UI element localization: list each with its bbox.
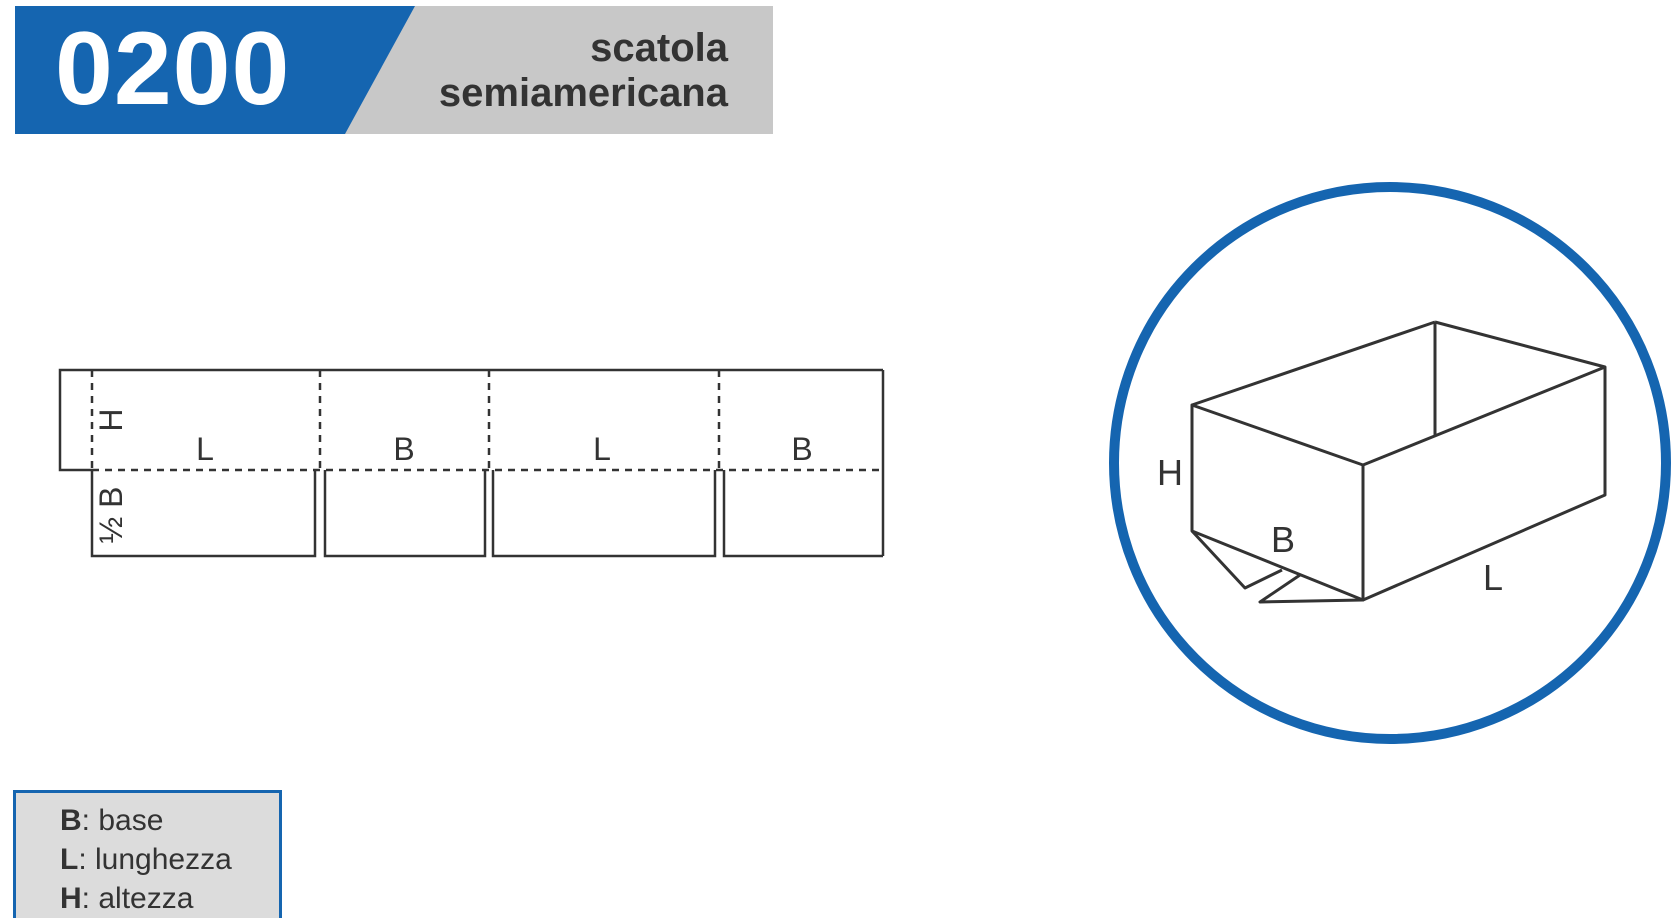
legend-key: B [60,804,82,837]
bottom-flap-left [1190,529,1283,590]
fold-lines [90,370,883,472]
panel-label-2: B [393,431,414,467]
header-background [15,6,773,134]
box-3d [1190,320,1607,604]
legend-row-base: B: base [60,801,279,840]
flap-label-h: H [93,408,129,431]
box-label-l: L [1483,557,1503,598]
bottom-flap-4 [722,470,883,558]
panel-label-1: L [196,431,214,467]
legend-key: L [60,843,79,876]
box-back-left-edge [1191,320,1436,407]
box-label-h: H [1157,452,1183,493]
flat-labels: H ½ B L B L B [93,408,813,543]
bottom-flap-1 [90,470,317,558]
box-side-face [1361,365,1607,602]
box-circle [1109,182,1671,744]
legend-desc: : base [81,804,164,837]
legend-row-length: L: lunghezza [60,840,279,879]
bottom-flap-right [1258,573,1364,604]
glue-flap [58,368,92,472]
panel-label-4: B [791,431,812,467]
legend-desc: : lunghezza [78,843,232,876]
header-banner: 0200 scatola semiamericana [15,6,773,134]
panel-label-3: L [593,431,611,467]
legend-box: B: base L: lunghezza H: altezza [13,790,282,918]
box-label-b: B [1271,519,1295,560]
product-title-line2: semiamericana [438,71,728,115]
product-title: scatola semiamericana [439,26,728,116]
legend-key: H [60,882,82,915]
box-labels: H B L [1157,452,1503,598]
box-back-right-edge [1434,320,1606,369]
flap-label-half-b: ½ B [93,487,129,544]
product-code: 0200 [55,11,291,127]
bottom-flap-3 [491,470,717,558]
legend-row-height: H: altezza [60,879,279,918]
bottom-flap-2 [323,470,487,558]
legend-desc: : altezza [81,882,194,915]
product-title-line1: scatola [590,26,728,70]
flat-layout [58,368,885,558]
